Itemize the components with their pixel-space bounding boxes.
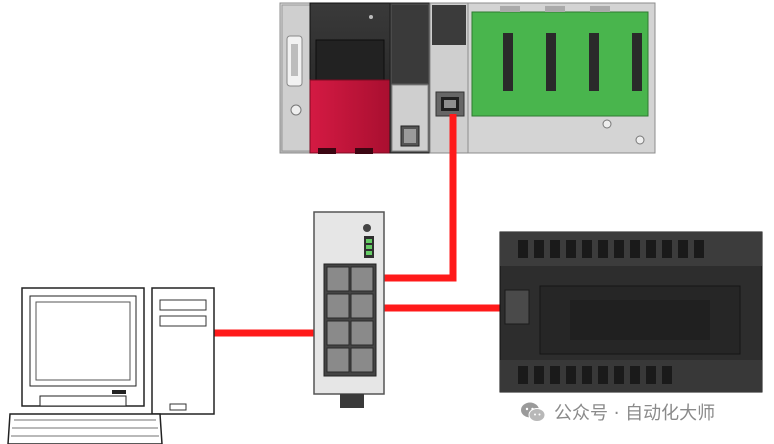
io-module-board: [467, 2, 656, 154]
power-supply-module: [309, 2, 391, 154]
wechat-icon: [521, 402, 546, 422]
watermark: 公众号 · 自动化大师: [520, 398, 715, 426]
network-module: [429, 2, 469, 154]
watermark-text: 公众号 · 自动化大师: [554, 403, 716, 424]
network-switch-icon: [313, 211, 385, 408]
cpu-module: [389, 2, 431, 154]
compact-controller-icon: [499, 231, 763, 393]
desktop-computer-icon: [7, 287, 215, 444]
cable-plc-to-switch: [364, 114, 457, 282]
plc-rack-icon: [279, 2, 656, 154]
